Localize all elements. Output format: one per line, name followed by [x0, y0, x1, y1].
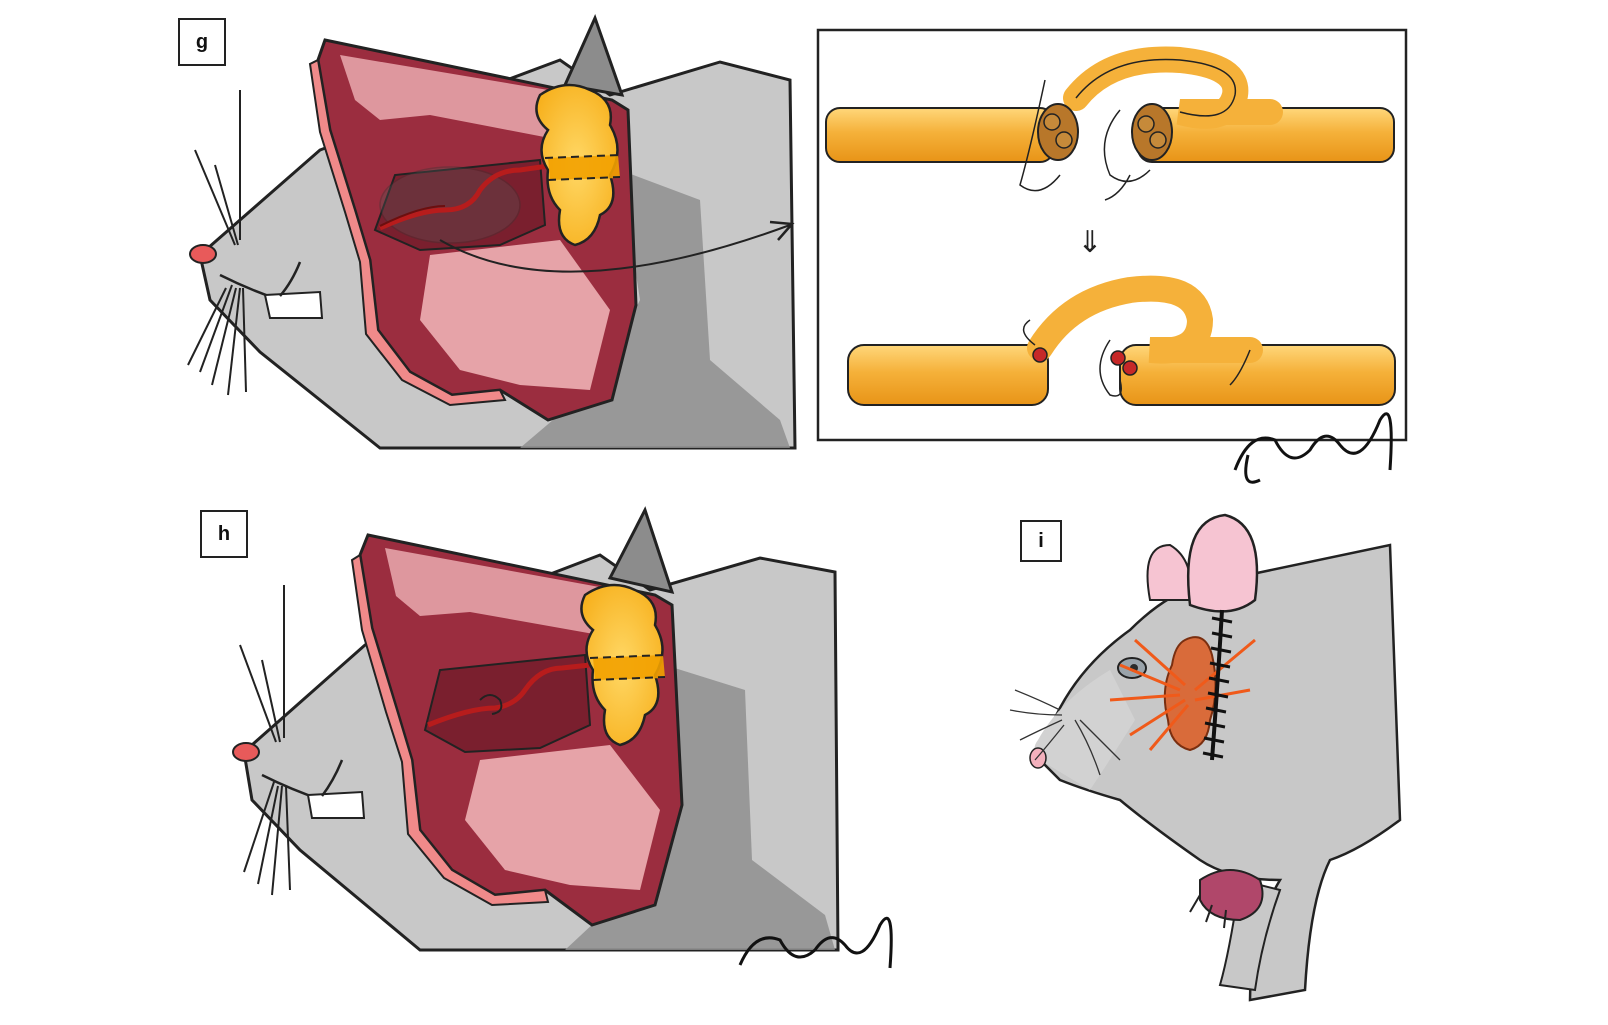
flap-highlight-h — [385, 548, 645, 636]
coaptation-right-b — [1122, 360, 1138, 376]
panel-label-g: g — [178, 18, 226, 66]
suture-thread-top — [1019, 79, 1151, 201]
suture-thread-bottom — [1022, 319, 1251, 397]
nerve-graft-h — [427, 662, 591, 728]
panel-label-h: h — [200, 510, 248, 558]
nerve-proximal-joined — [847, 344, 1049, 406]
flap-edge-g — [308, 58, 507, 407]
paw-i — [1199, 869, 1264, 922]
panel-h — [232, 506, 893, 969]
incisor-h — [306, 790, 366, 819]
paw-claws-i — [1189, 894, 1227, 929]
head-shadow-h — [565, 665, 835, 950]
inset-bottom-step — [847, 275, 1396, 406]
fascicle-end-right — [1131, 103, 1173, 161]
suture-stitches-i — [1202, 616, 1233, 759]
whiskers-i — [1009, 689, 1121, 776]
flap-light-area-h — [465, 745, 660, 890]
signature-h — [738, 916, 893, 969]
rat-snout-i — [1034, 670, 1135, 790]
coaptation-right-a — [1110, 350, 1126, 366]
nose-i — [1029, 747, 1047, 769]
nerve-g — [378, 163, 549, 231]
flap-edge-h — [350, 553, 550, 907]
ear-tip-g — [562, 13, 625, 97]
coaptation-left — [1032, 347, 1048, 363]
nose-h — [232, 742, 260, 762]
foreleg-i — [1218, 878, 1282, 992]
ear-back-i — [1146, 543, 1192, 601]
dissection-pocket-g — [373, 158, 547, 252]
magnified-region-g — [379, 166, 521, 244]
inset-top-step — [825, 46, 1395, 201]
double-down-arrow-icon: ⇓ — [1077, 225, 1102, 260]
head-shadow-g — [520, 170, 790, 448]
gland-band-g — [548, 155, 620, 180]
gland-band-h — [593, 655, 665, 680]
graft-loop-h — [479, 694, 503, 715]
whiskers-h — [239, 585, 291, 896]
jaw-line-h — [320, 759, 344, 797]
fascicle-end-left — [1037, 103, 1079, 161]
suture-line-i — [1210, 609, 1224, 761]
panel-g: ⇓ — [187, 13, 1408, 484]
parotid-gland-i — [1163, 636, 1217, 752]
panel-label-i: i — [1020, 520, 1062, 562]
flap-highlight-g — [340, 55, 600, 140]
ear-front-i — [1186, 513, 1259, 613]
curved-arrow-icon — [439, 224, 791, 273]
jaw-line-g — [279, 261, 302, 297]
nerve-graft-bridge — [1027, 275, 1263, 364]
nose-g — [189, 244, 217, 264]
nerve-stump-left — [825, 107, 1055, 163]
ear-tip-h — [607, 506, 675, 595]
panel-i — [1009, 513, 1402, 1002]
curved-arrow-head — [769, 220, 795, 241]
signature-top — [1233, 412, 1393, 484]
nerve-line-g — [379, 205, 446, 227]
whiskers-g — [187, 90, 247, 396]
incisor-g — [263, 290, 324, 319]
flap-light-area-g — [420, 240, 610, 390]
